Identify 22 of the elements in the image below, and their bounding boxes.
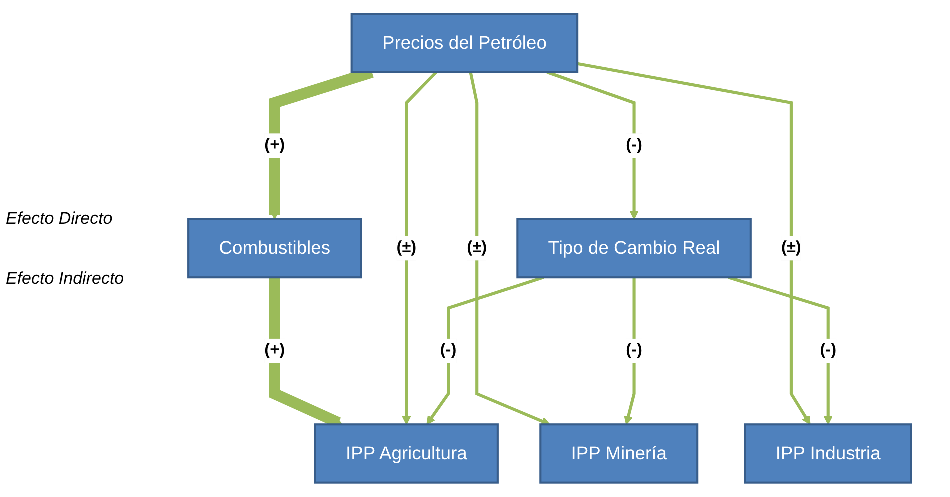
- arrow: [402, 71, 438, 426]
- edge-label: (-): [440, 342, 457, 360]
- edge-label: (±): [467, 239, 488, 257]
- edge-label: (-): [820, 342, 837, 360]
- node-box: Tipo de Cambio Real: [516, 218, 752, 279]
- edge-label: (+): [264, 136, 286, 154]
- edge-label: (-): [626, 136, 642, 154]
- node-box: IPP Minería: [540, 424, 699, 484]
- arrow: [546, 70, 639, 220]
- node-box: IPP Industria: [744, 424, 912, 484]
- node-box: IPP Agricultura: [314, 424, 499, 484]
- edge-label: (+): [264, 342, 286, 360]
- annotation-text: Efecto Directo: [6, 208, 114, 228]
- edge-label: (±): [396, 239, 417, 257]
- edge-label: (±): [782, 239, 802, 257]
- node-box: Precios del Petróleo: [350, 13, 579, 74]
- arrow: [728, 276, 833, 426]
- arrow: [426, 276, 544, 426]
- edge-label: (-): [626, 342, 642, 360]
- node-box: Combustibles: [188, 218, 362, 279]
- annotation-text: Efecto Indirecto: [6, 268, 126, 288]
- arrow: [469, 72, 550, 426]
